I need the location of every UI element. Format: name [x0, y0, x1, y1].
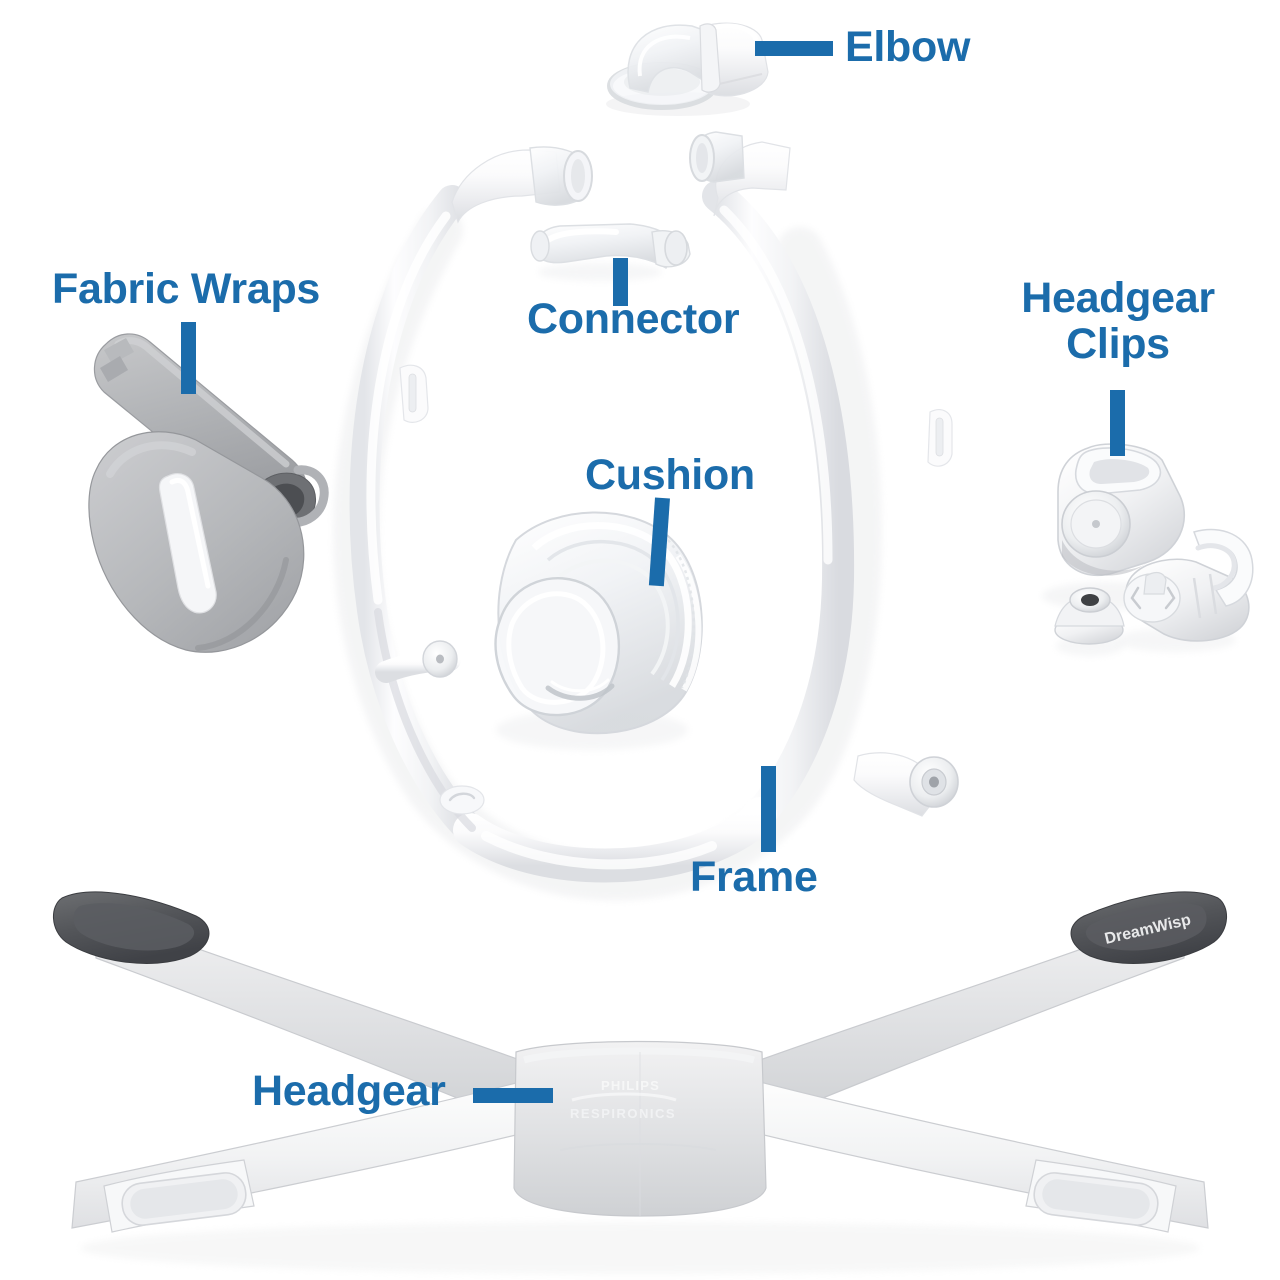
part-headgear-clips [1042, 443, 1254, 656]
part-connector [530, 223, 691, 281]
part-frame [333, 131, 959, 901]
leader-line-headgear [473, 1088, 553, 1103]
brand-respironics: RESPIRONICS [570, 1106, 676, 1121]
part-cushion [494, 511, 703, 750]
label-connector: Connector [527, 295, 740, 343]
leader-line-fabric-wraps [181, 322, 196, 394]
leader-line-frame [761, 766, 776, 852]
leader-line-connector [613, 258, 628, 306]
label-elbow: Elbow [845, 23, 971, 71]
part-fabric-wraps [88, 333, 329, 653]
label-cushion: Cushion [585, 451, 755, 499]
label-headgear: Headgear [252, 1067, 446, 1115]
brand-mark: PHILIPS RESPIRONICS [570, 1078, 677, 1121]
part-headgear: DreamWisp PHILIPS RESPIRONICS [53, 891, 1227, 1274]
leader-line-elbow [755, 41, 833, 56]
brand-philips: PHILIPS [601, 1078, 660, 1093]
leader-line-headgear-clips [1110, 390, 1125, 456]
label-fabric-wraps: Fabric Wraps [52, 265, 321, 313]
label-headgear-clips: Headgear Clips [1021, 274, 1215, 369]
part-elbow [606, 22, 769, 116]
label-frame: Frame [690, 853, 818, 901]
